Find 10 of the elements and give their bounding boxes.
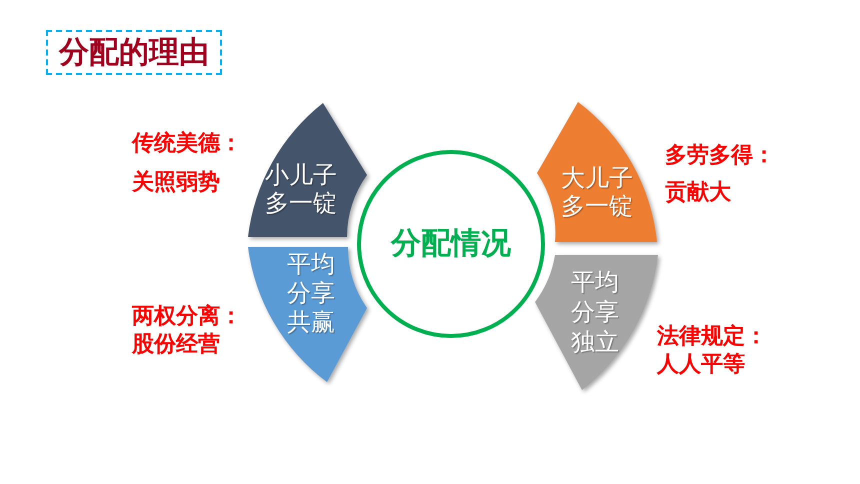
segment-text: 大儿子多一锭 [560,164,634,220]
segment-text: 小儿子多一锭 [264,161,338,217]
center-text: 分配情况 [390,225,512,263]
reason-text: 传统美德：关照弱势 [132,130,243,196]
reason-text: 多劳多得：贡献大 [665,142,776,206]
title-heading: 分配的理由 [46,30,222,75]
segment-text: 平均分享独立 [570,267,620,357]
reason-text: 法律规定：人人平等 [657,323,768,379]
segment-text: 平均分享共赢 [286,250,336,336]
reason-text: 两权分离：股份经营 [132,303,243,359]
